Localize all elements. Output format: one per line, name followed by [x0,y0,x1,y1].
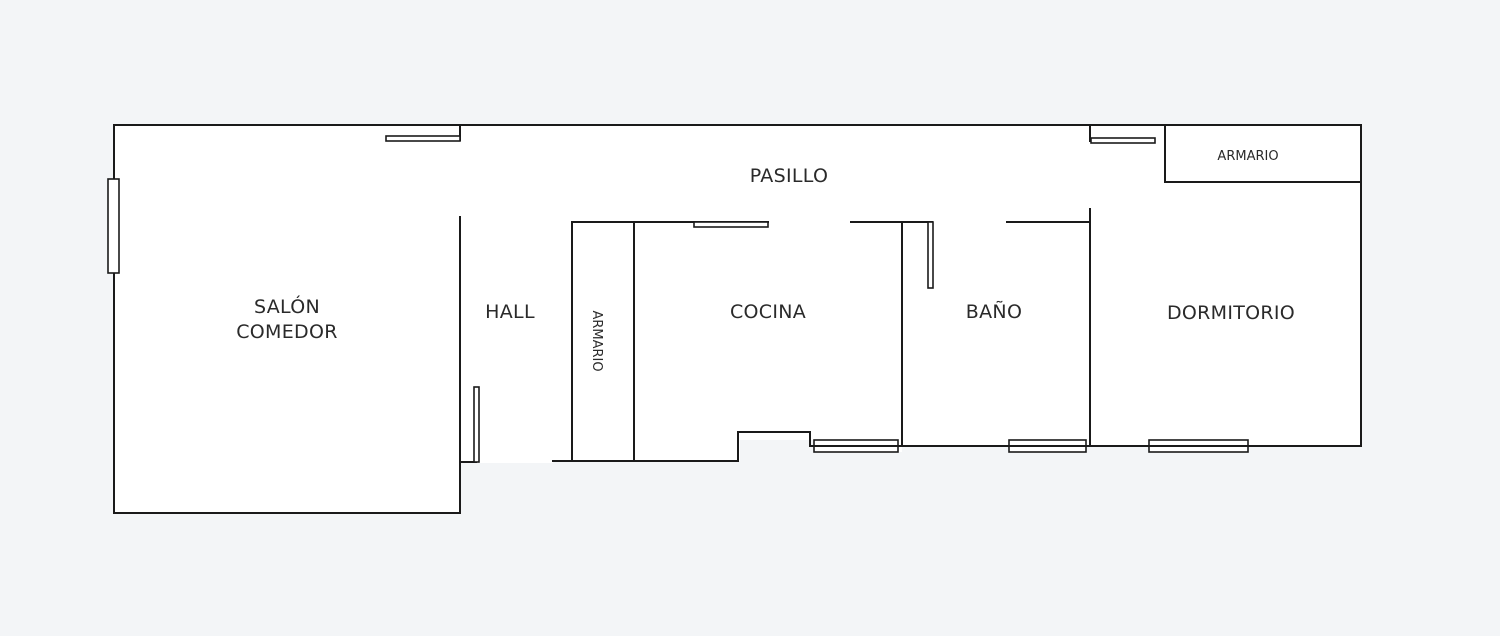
door-bano-top [927,221,934,289]
wall-salon-bottom [113,461,477,514]
label-salon-line1: SALÓN [254,294,320,318]
windows [107,178,1249,453]
label-pasillo: PASILLO [750,165,828,187]
walls [113,124,1362,514]
door-salon-top [385,135,461,142]
door-hall-bottom [473,386,480,463]
label-salon-line2: COMEDOR [236,321,338,343]
label-armario-top: ARMARIO [1217,149,1278,164]
door-dormitorio-top [1090,137,1156,144]
label-armario-side: ARMARIO [589,310,604,371]
label-hall: HALL [485,301,535,323]
doors [385,135,1156,463]
label-bano: BAÑO [966,300,1022,323]
window-salon-left [107,178,120,274]
wall-armario-box [1164,124,1362,183]
room-labels: PASILLO ARMARIO SALÓN COMEDOR HALL ARMAR… [236,149,1295,372]
door-cocina-top [693,221,769,228]
label-dormitorio: DORMITORIO [1167,302,1295,324]
label-cocina: COCINA [730,301,806,323]
